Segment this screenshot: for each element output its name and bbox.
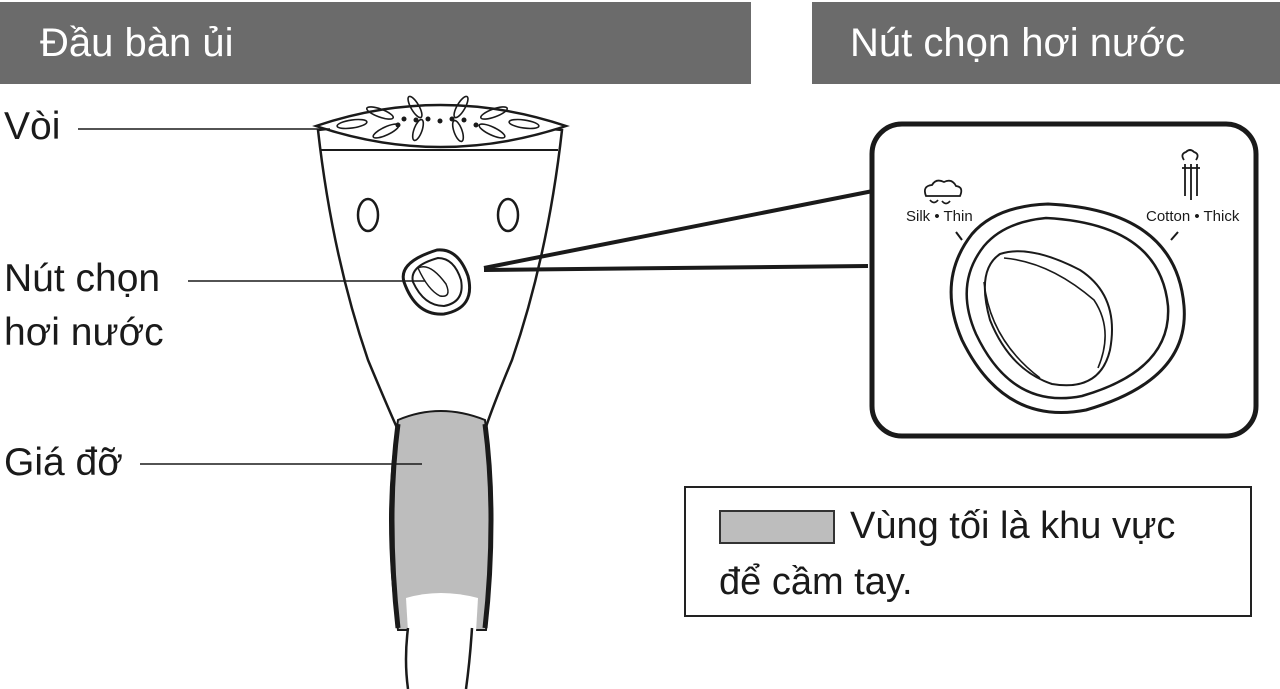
steam-selector-small: [401, 248, 471, 316]
side-window-left: [356, 197, 380, 233]
callout-steam-selector-line2: hơi nước: [4, 311, 164, 354]
dial-label-silk-thin: Silk • Thin: [906, 208, 973, 225]
steam-selector-dial: [949, 202, 1186, 415]
hose: [404, 627, 474, 689]
heavy-steam-icon: [1181, 149, 1200, 200]
legend-text-line2: để cầm tay.: [719, 561, 913, 603]
callout-steam-selector-line1: Nút chọn: [4, 257, 161, 300]
callout-nozzle: Vòi: [4, 105, 61, 148]
legend-text-line1: Vùng tối là khu vực: [850, 505, 1176, 547]
legend-swatch: [719, 510, 835, 544]
cloud-steam-icon: [923, 179, 963, 205]
side-window-right: [496, 197, 520, 233]
dial-label-cotton-thick: Cotton • Thick: [1146, 208, 1240, 225]
header-steam-selector: Nút chọn hơi nước: [812, 2, 1280, 84]
nozzle-head: [312, 103, 570, 149]
header-iron-head: Đầu bàn ủi: [0, 2, 751, 84]
callout-holder: Giá đỡ: [4, 441, 123, 484]
legend-box: Vùng tối là khu vực để cầm tay.: [684, 486, 1252, 617]
